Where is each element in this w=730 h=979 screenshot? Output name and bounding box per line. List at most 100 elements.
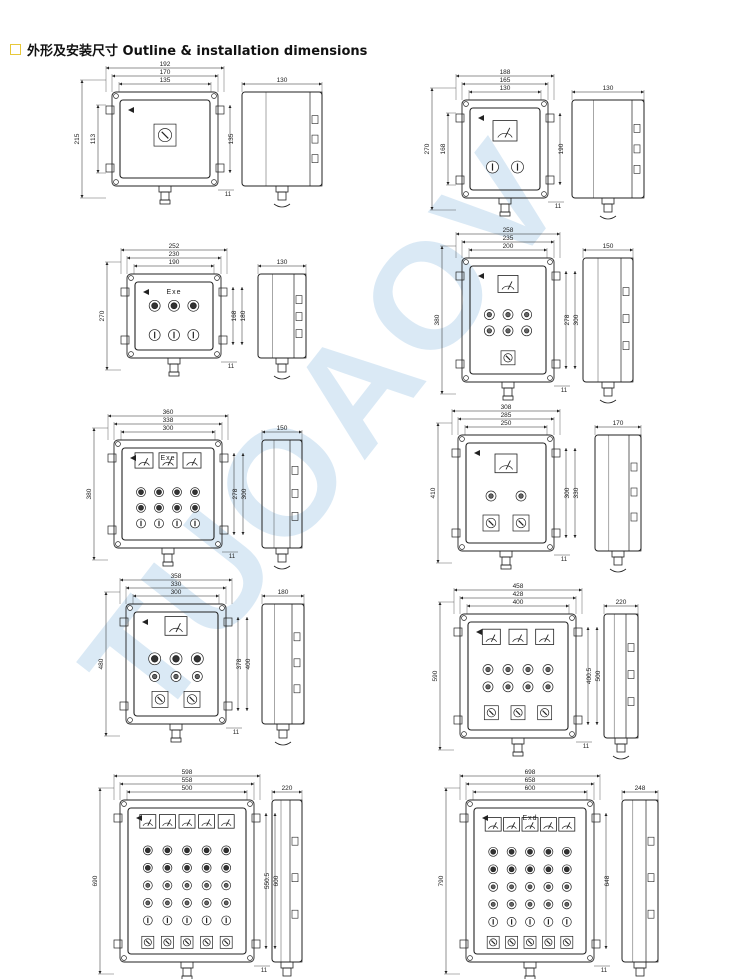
bolt-hole-icon bbox=[121, 801, 127, 807]
dimension-label: 400.5 bbox=[586, 667, 593, 684]
dimension-label: 698 bbox=[525, 769, 536, 776]
bullet-square-icon bbox=[10, 44, 21, 55]
dimension-label: 130 bbox=[500, 85, 511, 92]
dimension-label: 188 bbox=[500, 69, 511, 76]
dimension-label: 11 bbox=[561, 557, 568, 563]
meter-icon bbox=[506, 825, 517, 829]
dimension-label: 11 bbox=[225, 192, 232, 198]
dimension-label: 170 bbox=[613, 420, 624, 427]
dimension-label: 11 bbox=[555, 204, 562, 210]
bolt-hole-icon bbox=[219, 717, 225, 723]
meter-icon bbox=[501, 285, 515, 290]
dimension-label: 170 bbox=[160, 69, 171, 76]
dimension-label: 130 bbox=[277, 77, 288, 84]
dimension-label: 300 bbox=[573, 314, 580, 325]
dimension-label: 358 bbox=[171, 573, 182, 580]
bolt-hole-icon bbox=[211, 93, 217, 99]
dimension-label: 378 bbox=[236, 658, 243, 669]
bolt-hole-icon bbox=[587, 801, 593, 807]
dimension-label: 180 bbox=[240, 310, 247, 321]
bolt-hole-icon bbox=[128, 351, 134, 357]
bolt-hole-icon bbox=[247, 801, 253, 807]
bolt-hole-icon bbox=[461, 731, 467, 737]
dimension-label: 380 bbox=[86, 488, 93, 499]
bolt-hole-icon bbox=[547, 544, 553, 550]
page-title: 外形及安装尺寸 Outline & installation dimension… bbox=[10, 40, 367, 59]
brand-logo-icon bbox=[478, 273, 484, 279]
meter-icon bbox=[524, 825, 536, 829]
dimension-label: 360 bbox=[163, 409, 174, 416]
dimension-label: 11 bbox=[261, 968, 268, 974]
meter-icon bbox=[543, 825, 554, 829]
dimension-label: 410 bbox=[430, 487, 437, 498]
dimension-label: 11 bbox=[583, 744, 590, 750]
bolt-hole-icon bbox=[463, 375, 469, 381]
meter-icon bbox=[186, 462, 198, 466]
bolt-hole-icon bbox=[569, 731, 575, 737]
dimension-label: 278 bbox=[564, 314, 571, 325]
dimension-label: 248 bbox=[635, 785, 646, 792]
brand-logo-icon bbox=[476, 629, 482, 635]
meter-icon bbox=[138, 462, 150, 466]
brand-logo-icon bbox=[478, 115, 484, 121]
meter-icon bbox=[485, 638, 498, 643]
dimension-label: 600 bbox=[525, 785, 536, 792]
bolt-hole-icon bbox=[127, 717, 133, 723]
dimension-label: 168 bbox=[231, 310, 238, 321]
dimension-label: 300 bbox=[241, 488, 248, 499]
dimension-label: 135 bbox=[160, 77, 171, 84]
brand-logo-icon bbox=[136, 815, 142, 821]
dimension-label: 380 bbox=[434, 314, 441, 325]
dimension-label: 330 bbox=[171, 581, 182, 588]
dimension-label: 11 bbox=[233, 730, 240, 736]
dimension-label: 338 bbox=[163, 417, 174, 424]
meter-icon bbox=[162, 822, 173, 827]
bolt-hole-icon bbox=[219, 605, 225, 611]
dimension-label: 270 bbox=[424, 143, 431, 154]
meter-icon bbox=[488, 825, 499, 829]
brand-logo-icon bbox=[474, 450, 480, 456]
dimension-label: 11 bbox=[601, 968, 608, 974]
bolt-hole-icon bbox=[467, 801, 473, 807]
dimension-label: Exe bbox=[166, 289, 181, 296]
bolt-hole-icon bbox=[214, 351, 220, 357]
meter-icon bbox=[221, 822, 232, 827]
dimension-label: 190 bbox=[169, 259, 180, 266]
brand-logo-icon bbox=[128, 107, 134, 113]
dimension-label: 215 bbox=[74, 133, 81, 144]
meter-icon bbox=[497, 132, 513, 138]
dimension-label: 11 bbox=[561, 388, 568, 394]
meter-icon bbox=[169, 627, 183, 633]
meter-icon bbox=[162, 462, 174, 466]
dimension-label: 400 bbox=[513, 599, 524, 606]
bolt-hole-icon bbox=[113, 93, 119, 99]
dimension-label: 330 bbox=[573, 487, 580, 498]
dimension-label: 250 bbox=[501, 420, 512, 427]
meter-icon bbox=[201, 822, 212, 827]
dimension-label: 252 bbox=[169, 243, 180, 250]
bolt-hole-icon bbox=[115, 441, 121, 447]
dimension-label: 598 bbox=[182, 769, 193, 776]
meter-icon bbox=[181, 822, 193, 827]
bolt-hole-icon bbox=[459, 436, 465, 442]
page-title-text: 外形及安装尺寸 Outline & installation dimension… bbox=[27, 44, 368, 59]
dimension-label: 220 bbox=[616, 599, 627, 606]
dimension-label: 130 bbox=[603, 85, 614, 92]
dimension-label: 258 bbox=[503, 227, 514, 234]
dimension-label: 400 bbox=[245, 658, 252, 669]
dimension-label: 135 bbox=[228, 133, 235, 144]
dimension-label: 113 bbox=[90, 133, 97, 144]
dimension-label: 180 bbox=[278, 589, 289, 596]
meter-icon bbox=[561, 825, 572, 829]
dimension-label: 192 bbox=[160, 61, 171, 68]
dimension-label: 230 bbox=[169, 251, 180, 258]
bolt-hole-icon bbox=[128, 275, 134, 281]
dimension-label: 300 bbox=[171, 589, 182, 596]
meter-icon bbox=[142, 822, 153, 827]
